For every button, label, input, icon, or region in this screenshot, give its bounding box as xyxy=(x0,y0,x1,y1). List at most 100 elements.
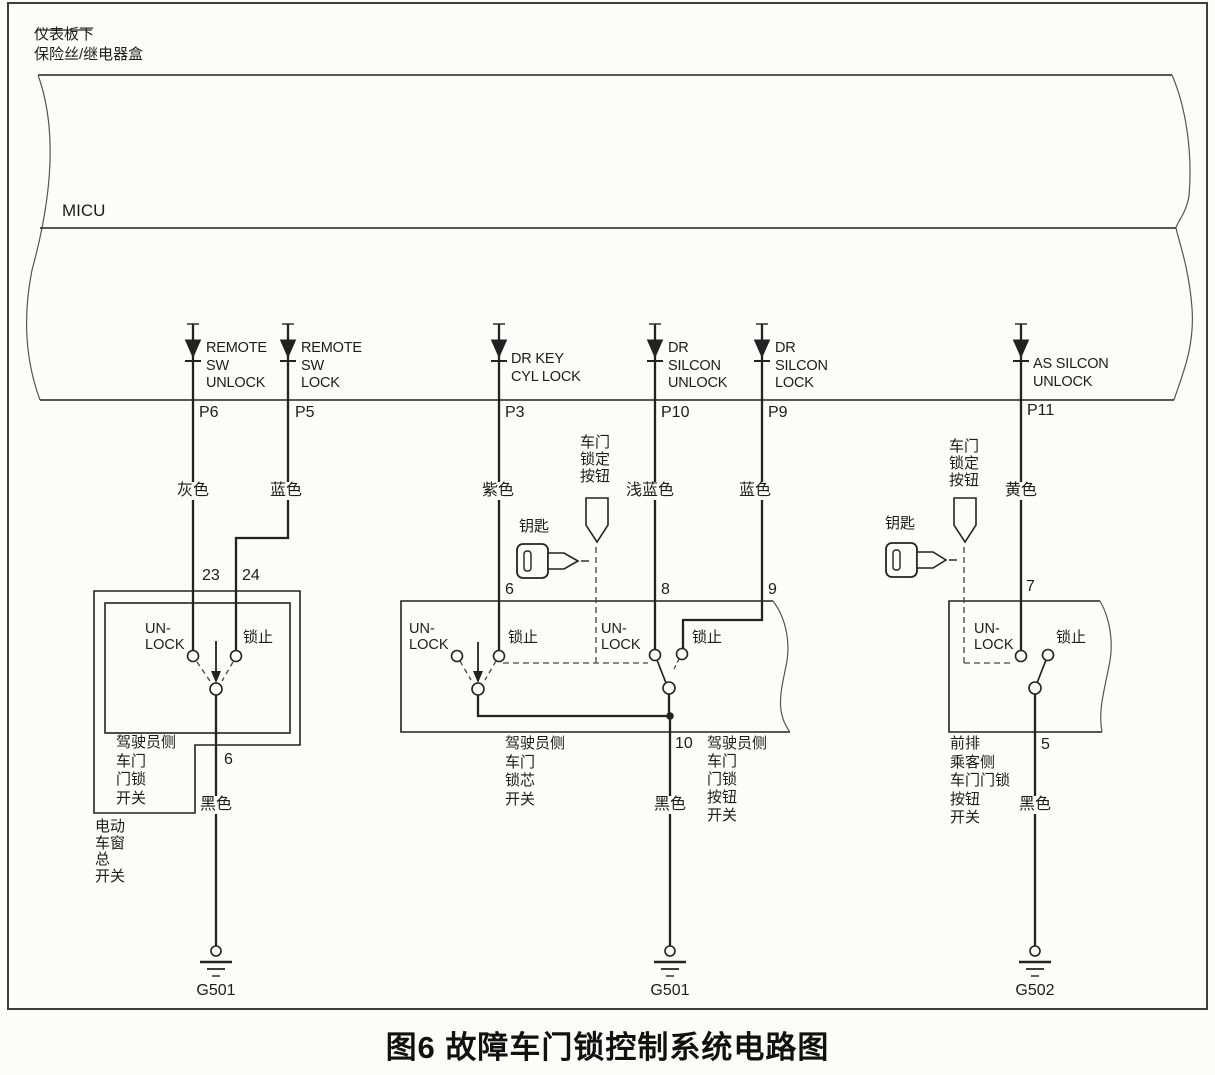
ground-label-g502: G502 xyxy=(1015,982,1055,999)
pin-6-input: 6 xyxy=(505,581,514,598)
key-label-right: 钥匙 xyxy=(885,515,916,532)
lock-label: 锁止 xyxy=(1056,629,1087,646)
door-lock-switch-outline xyxy=(104,602,291,734)
fuse-relay-box-outline xyxy=(25,29,1194,401)
micu-module-label: MICU xyxy=(62,201,106,220)
door-lock-button-icon xyxy=(953,497,977,544)
ground-g502-right xyxy=(1019,945,1051,977)
driver-door-lock-knob-switch-label: 驾驶员侧 车门 门锁 按钮 开关 xyxy=(707,735,768,824)
contact-common xyxy=(209,682,223,696)
pin-p6: P6 xyxy=(199,404,219,421)
lock-label: 锁止 xyxy=(692,629,723,646)
torn-edge-right xyxy=(772,600,791,733)
driver-key-and-knob-switch-box xyxy=(400,497,791,733)
signal-remote-sw-unlock: REMOTE SW UNLOCK xyxy=(206,340,267,391)
contact-unlock xyxy=(450,649,464,663)
contact-unlock xyxy=(1014,649,1028,663)
pin-8: 8 xyxy=(661,581,670,598)
pin-6-output: 6 xyxy=(224,751,233,768)
driver-door-lock-switch-box xyxy=(93,590,301,814)
wire-color-black-right: 黑色 xyxy=(1016,796,1054,815)
wire-color-purple: 紫色 xyxy=(479,482,517,501)
switch-throw-dashed xyxy=(459,660,472,681)
figure-caption: 图6 故障车门锁控制系统电路图 xyxy=(385,1030,830,1065)
pin-23: 23 xyxy=(202,567,220,584)
passenger-knob-switch-label: 前排 乘客侧 车门门锁 按钮 开关 xyxy=(950,735,1011,826)
wire-color-black-middle: 黑色 xyxy=(651,796,689,815)
contact-unlock xyxy=(648,648,662,662)
middle-box-outline xyxy=(400,600,790,733)
power-window-master-switch-outline xyxy=(93,590,301,814)
lock-label: 锁止 xyxy=(243,629,274,646)
lock-label: 锁止 xyxy=(508,629,539,646)
ground-symbols xyxy=(200,945,1051,977)
switch-throw-dashed xyxy=(484,660,497,681)
pin-p11: P11 xyxy=(1027,402,1055,419)
driver-key-cylinder-switch-label: 驾驶员侧 车门 锁芯 开关 xyxy=(505,735,566,808)
wire-junction-dot xyxy=(666,712,674,720)
contact-lock xyxy=(492,649,506,663)
right-box-outline xyxy=(948,600,1102,733)
pin-p5: P5 xyxy=(295,404,315,421)
ground-g501-left xyxy=(200,945,232,977)
pin-7-input: 7 xyxy=(1026,578,1035,595)
unlock-label: UN- LOCK xyxy=(145,621,185,653)
unlock-label: UN- LOCK xyxy=(974,621,1014,653)
door-lock-button-label-middle: 车门 锁定 按钮 xyxy=(580,434,611,485)
ground-label-g501-left: G501 xyxy=(196,982,236,999)
wire-color-blue2: 蓝色 xyxy=(736,482,774,501)
torn-edge-right xyxy=(1099,600,1112,733)
key-icon xyxy=(885,542,957,578)
wire-blue-p5 xyxy=(234,324,290,650)
pin-5-output: 5 xyxy=(1041,736,1050,753)
contact-lock xyxy=(229,649,243,663)
pin-p3: P3 xyxy=(505,404,525,421)
figure-frame xyxy=(7,2,1208,1010)
driver-door-lock-switch-label: 驾驶员侧 车门 门锁 开关 xyxy=(116,734,177,807)
fuse-box-location-line1: 仪表板下 xyxy=(34,26,95,43)
signal-dr-silcon-unlock: DR SILCON UNLOCK xyxy=(668,340,728,391)
actuator-arrowhead xyxy=(473,671,483,683)
contact-common xyxy=(471,682,485,696)
wire-color-blue: 蓝色 xyxy=(267,482,305,501)
contact-common xyxy=(662,681,676,695)
wire-common-link xyxy=(476,695,670,718)
switch-throw-dashed xyxy=(196,661,211,682)
contact-common xyxy=(1028,681,1042,695)
actuator-arrowhead xyxy=(211,671,221,683)
switch-lever xyxy=(1036,659,1047,684)
power-window-master-switch-label: 电动 车窗 总 开关 xyxy=(95,818,126,885)
fuse-box-location-line2: 保险丝/继电器盒 xyxy=(34,46,144,63)
signal-dr-key-cyl-lock: DR KEY CYL LOCK xyxy=(511,351,581,385)
signal-remote-sw-lock: REMOTE SW LOCK xyxy=(301,340,362,391)
torn-edge-left xyxy=(25,74,51,401)
ground-label-g501-middle: G501 xyxy=(650,982,690,999)
ground-g501-middle xyxy=(654,945,686,977)
wire-blue-p9 xyxy=(681,324,764,648)
wire-color-black-left: 黑色 xyxy=(197,796,235,815)
passenger-knob-switch-box xyxy=(885,497,1112,733)
switch-lever xyxy=(656,659,667,684)
signal-dr-silcon-lock: DR SILCON LOCK xyxy=(775,340,828,391)
switch-throw-dashed xyxy=(672,658,680,672)
key-icon xyxy=(516,543,589,579)
switch-throw-dashed xyxy=(221,661,234,682)
door-lock-button-icon xyxy=(585,497,609,544)
unlock-label: UN- LOCK xyxy=(601,621,641,653)
pin-p9: P9 xyxy=(768,404,788,421)
pin-9: 9 xyxy=(768,581,777,598)
pin-p10: P10 xyxy=(661,404,690,421)
pin-10-output: 10 xyxy=(675,735,693,752)
torn-edge-right xyxy=(1171,74,1194,401)
door-lock-button-label-right: 车门 锁定 按钮 xyxy=(949,438,980,489)
contact-lock xyxy=(675,647,689,661)
contact-unlock xyxy=(186,649,200,663)
wire-color-yellow: 黄色 xyxy=(1002,482,1040,501)
wire-color-light-blue: 浅蓝色 xyxy=(623,482,677,501)
pin-24: 24 xyxy=(242,567,260,584)
key-label-middle: 钥匙 xyxy=(519,518,550,535)
contact-lock xyxy=(1041,648,1055,662)
unlock-label: UN- LOCK xyxy=(409,621,449,653)
